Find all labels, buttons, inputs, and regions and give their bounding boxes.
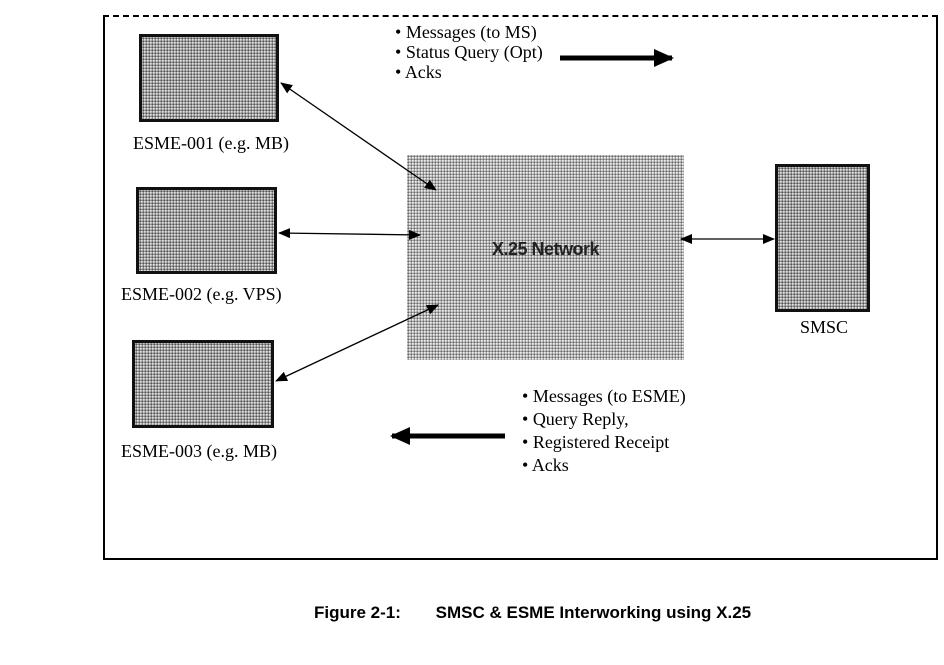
flow-to-esme-item: Acks <box>522 454 686 477</box>
smsc-label: SMSC <box>800 317 849 337</box>
esme-003-label: ESME-003 (e.g. MB) <box>121 441 277 461</box>
esme-002-network-connector <box>278 228 421 240</box>
flow-to-smsc-list: Messages (to MS) Status Query (Opt) Acks <box>395 22 543 82</box>
flow-to-esme-item: Query Reply, <box>522 408 686 431</box>
diagram-frame <box>103 15 938 560</box>
x25-network-label: X.25 Network <box>491 239 600 259</box>
flow-to-esme-item: Messages (to ESME) <box>522 385 686 408</box>
flow-to-esme-list: Messages (to ESME) Query Reply, Register… <box>522 385 686 477</box>
esme-001-network-connector <box>280 82 437 191</box>
figure-number: Figure 2-1: <box>314 603 401 622</box>
x25-network: X.25 Network <box>407 155 684 360</box>
esme-002-label: ESME-002 (e.g. VPS) <box>121 284 282 304</box>
flow-to-smsc-item: Messages (to MS) <box>395 22 543 42</box>
flow-to-smsc-item: Acks <box>395 62 543 82</box>
figure-title: SMSC & ESME Interworking using X.25 <box>435 603 752 622</box>
smsc-box <box>775 164 870 312</box>
esme-001-label: ESME-001 (e.g. MB) <box>133 133 289 153</box>
esme-003-network-connector <box>275 304 439 382</box>
flow-to-esme-item: Registered Receipt <box>522 431 686 454</box>
esme-001-box <box>139 34 279 122</box>
esme-003-box <box>132 340 274 428</box>
esme-002-box <box>136 187 277 274</box>
flow-to-smsc-item: Status Query (Opt) <box>395 42 543 62</box>
figure-caption: Figure 2-1: SMSC & ESME Interworking usi… <box>314 603 751 623</box>
